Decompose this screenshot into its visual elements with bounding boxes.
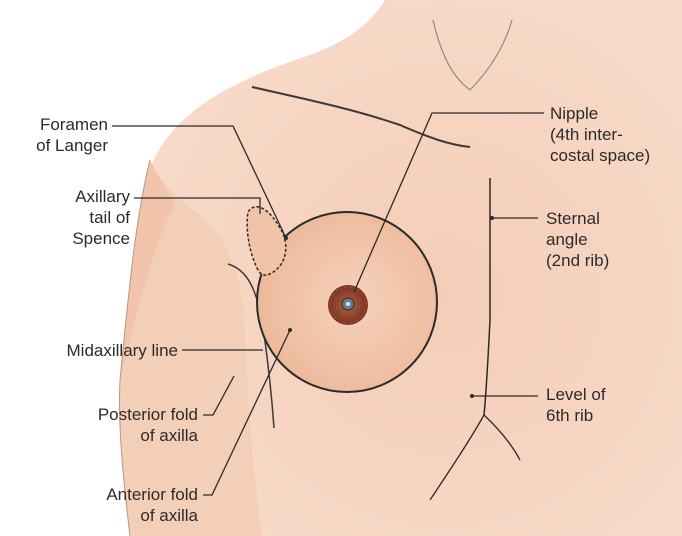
label-6th-rib-line1: Level of <box>546 384 676 405</box>
label-sternal-line1: Sternal <box>546 208 676 229</box>
label-anterior-line1: Anterior fold <box>30 484 198 505</box>
label-nipple-line1: Nipple <box>550 103 680 124</box>
label-nipple: Nipple (4th inter- costal space) <box>550 103 680 166</box>
nipple-center <box>346 302 350 306</box>
label-midaxillary-line: Midaxillary line <box>10 340 178 361</box>
label-posterior-fold: Posterior fold of axilla <box>30 404 198 446</box>
label-axillary-tail: Axillary tail of Spence <box>30 186 130 249</box>
label-level-6th-rib: Level of 6th rib <box>546 384 676 426</box>
label-midaxillary-line1: Midaxillary line <box>10 340 178 361</box>
label-axillary-line3: Spence <box>30 228 130 249</box>
label-foramen-line2: of Langer <box>8 135 108 156</box>
label-posterior-line2: of axilla <box>30 425 198 446</box>
label-anterior-line2: of axilla <box>30 505 198 526</box>
label-axillary-line2: tail of <box>30 207 130 228</box>
label-axillary-line1: Axillary <box>30 186 130 207</box>
label-foramen-line1: Foramen <box>8 114 108 135</box>
label-sternal-angle: Sternal angle (2nd rib) <box>546 208 676 271</box>
label-foramen-of-langer: Foramen of Langer <box>8 114 108 156</box>
label-anterior-fold: Anterior fold of axilla <box>30 484 198 526</box>
label-sternal-line3: (2nd rib) <box>546 250 676 271</box>
label-posterior-line1: Posterior fold <box>30 404 198 425</box>
label-sternal-line2: angle <box>546 229 676 250</box>
label-nipple-line3: costal space) <box>550 145 680 166</box>
label-nipple-line2: (4th inter- <box>550 124 680 145</box>
label-6th-rib-line2: 6th rib <box>546 405 676 426</box>
